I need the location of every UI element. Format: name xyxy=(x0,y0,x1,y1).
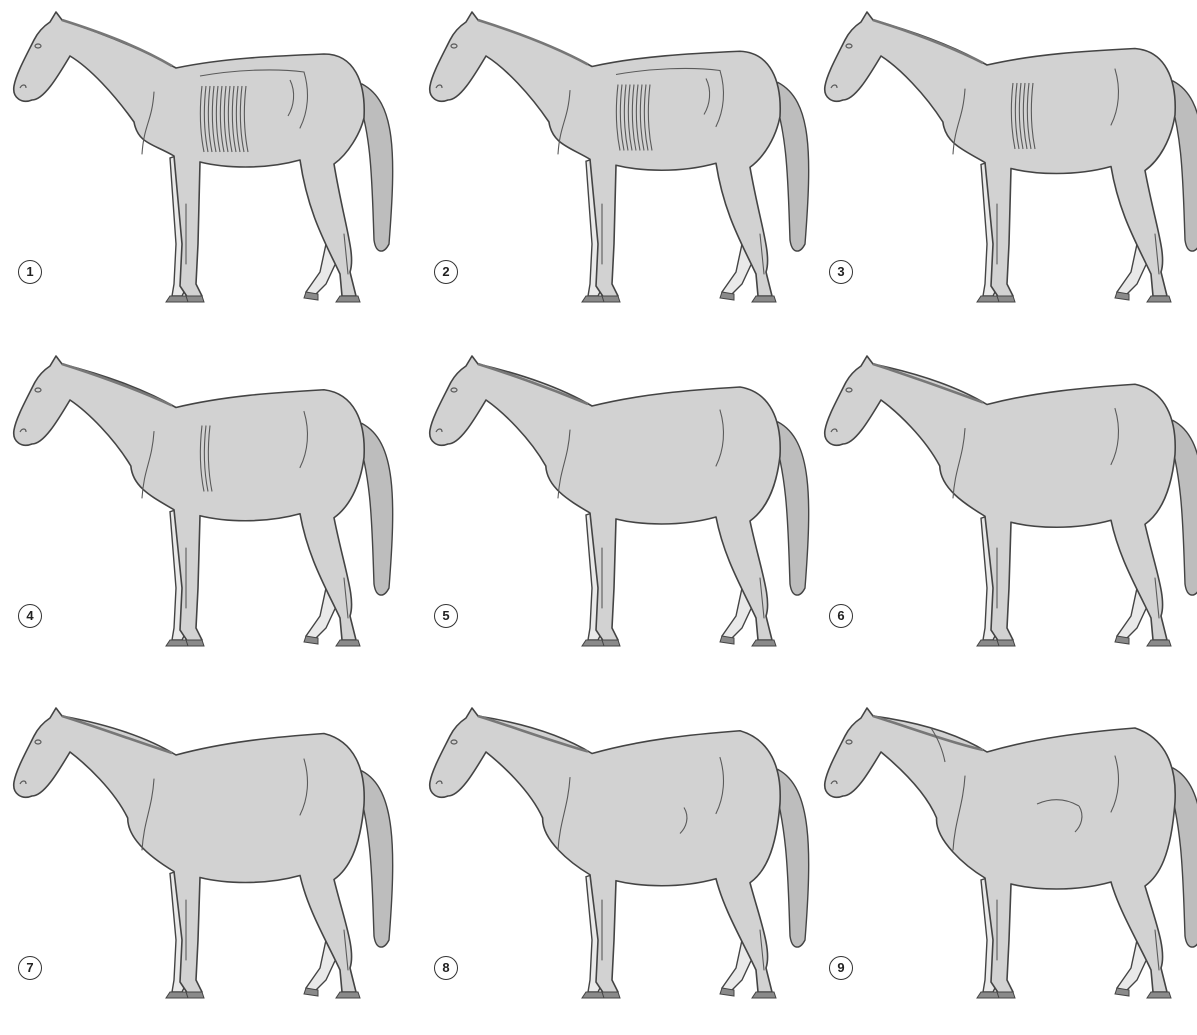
near-hind-hoof xyxy=(336,992,360,998)
far-fore-hoof xyxy=(977,296,999,302)
near-hind-hoof xyxy=(1147,992,1171,998)
panel-number-badge: 3 xyxy=(829,260,853,284)
far-hind-hoof xyxy=(720,988,734,996)
horse-panel-9: 9 xyxy=(815,700,1197,1035)
near-hind-hoof xyxy=(752,296,776,302)
far-fore-hoof xyxy=(977,992,999,998)
far-hind-hoof xyxy=(304,292,318,300)
horse-panel-8: 8 xyxy=(420,700,820,1035)
horse-panel-2: 2 xyxy=(420,4,820,339)
near-hind-hoof xyxy=(336,640,360,646)
near-hind-hoof xyxy=(1147,640,1171,646)
horse-panel-7: 7 xyxy=(4,700,404,1035)
far-hind-hoof xyxy=(304,636,318,644)
horse-drawing xyxy=(4,348,404,683)
far-fore-hoof xyxy=(977,640,999,646)
horse-body xyxy=(825,708,1175,994)
horse-body xyxy=(430,356,780,642)
horse-panel-4: 4 xyxy=(4,348,404,683)
far-fore-hoof xyxy=(166,640,188,646)
horse-drawing xyxy=(4,700,404,1035)
horse-body xyxy=(14,356,364,642)
far-hind-hoof xyxy=(1115,292,1129,300)
panel-number-badge: 8 xyxy=(434,956,458,980)
far-fore-hoof xyxy=(582,296,604,302)
horse-body xyxy=(825,12,1175,298)
horse-panel-5: 5 xyxy=(420,348,820,683)
horse-body xyxy=(14,12,364,298)
horse-drawing xyxy=(420,4,820,339)
horse-panel-3: 3 xyxy=(815,4,1197,339)
panel-number-badge: 1 xyxy=(18,260,42,284)
horse-drawing xyxy=(815,4,1197,339)
far-hind-hoof xyxy=(304,988,318,996)
horse-body xyxy=(430,708,780,994)
far-fore-hoof xyxy=(166,992,188,998)
horse-body-condition-grid: 1 2 3 4 5 6 7 8 9 xyxy=(0,0,1197,1000)
far-hind-hoof xyxy=(1115,988,1129,996)
horse-drawing xyxy=(420,700,820,1035)
horse-panel-1: 1 xyxy=(4,4,404,339)
panel-number-badge: 9 xyxy=(829,956,853,980)
near-hind-hoof xyxy=(752,640,776,646)
horse-drawing xyxy=(815,348,1197,683)
horse-drawing xyxy=(4,4,404,339)
near-hind-hoof xyxy=(1147,296,1171,302)
far-fore-hoof xyxy=(166,296,188,302)
panel-number-badge: 4 xyxy=(18,604,42,628)
panel-number-badge: 5 xyxy=(434,604,458,628)
horse-body xyxy=(430,12,780,298)
horse-drawing xyxy=(420,348,820,683)
panel-number-badge: 2 xyxy=(434,260,458,284)
near-hind-hoof xyxy=(752,992,776,998)
far-fore-hoof xyxy=(582,640,604,646)
horse-panel-6: 6 xyxy=(815,348,1197,683)
panel-number-badge: 6 xyxy=(829,604,853,628)
horse-body xyxy=(825,356,1175,642)
near-hind-hoof xyxy=(336,296,360,302)
panel-number-badge: 7 xyxy=(18,956,42,980)
far-fore-hoof xyxy=(582,992,604,998)
far-hind-hoof xyxy=(720,636,734,644)
horse-body xyxy=(14,708,364,994)
far-hind-hoof xyxy=(720,292,734,300)
far-hind-hoof xyxy=(1115,636,1129,644)
horse-drawing xyxy=(815,700,1197,1035)
